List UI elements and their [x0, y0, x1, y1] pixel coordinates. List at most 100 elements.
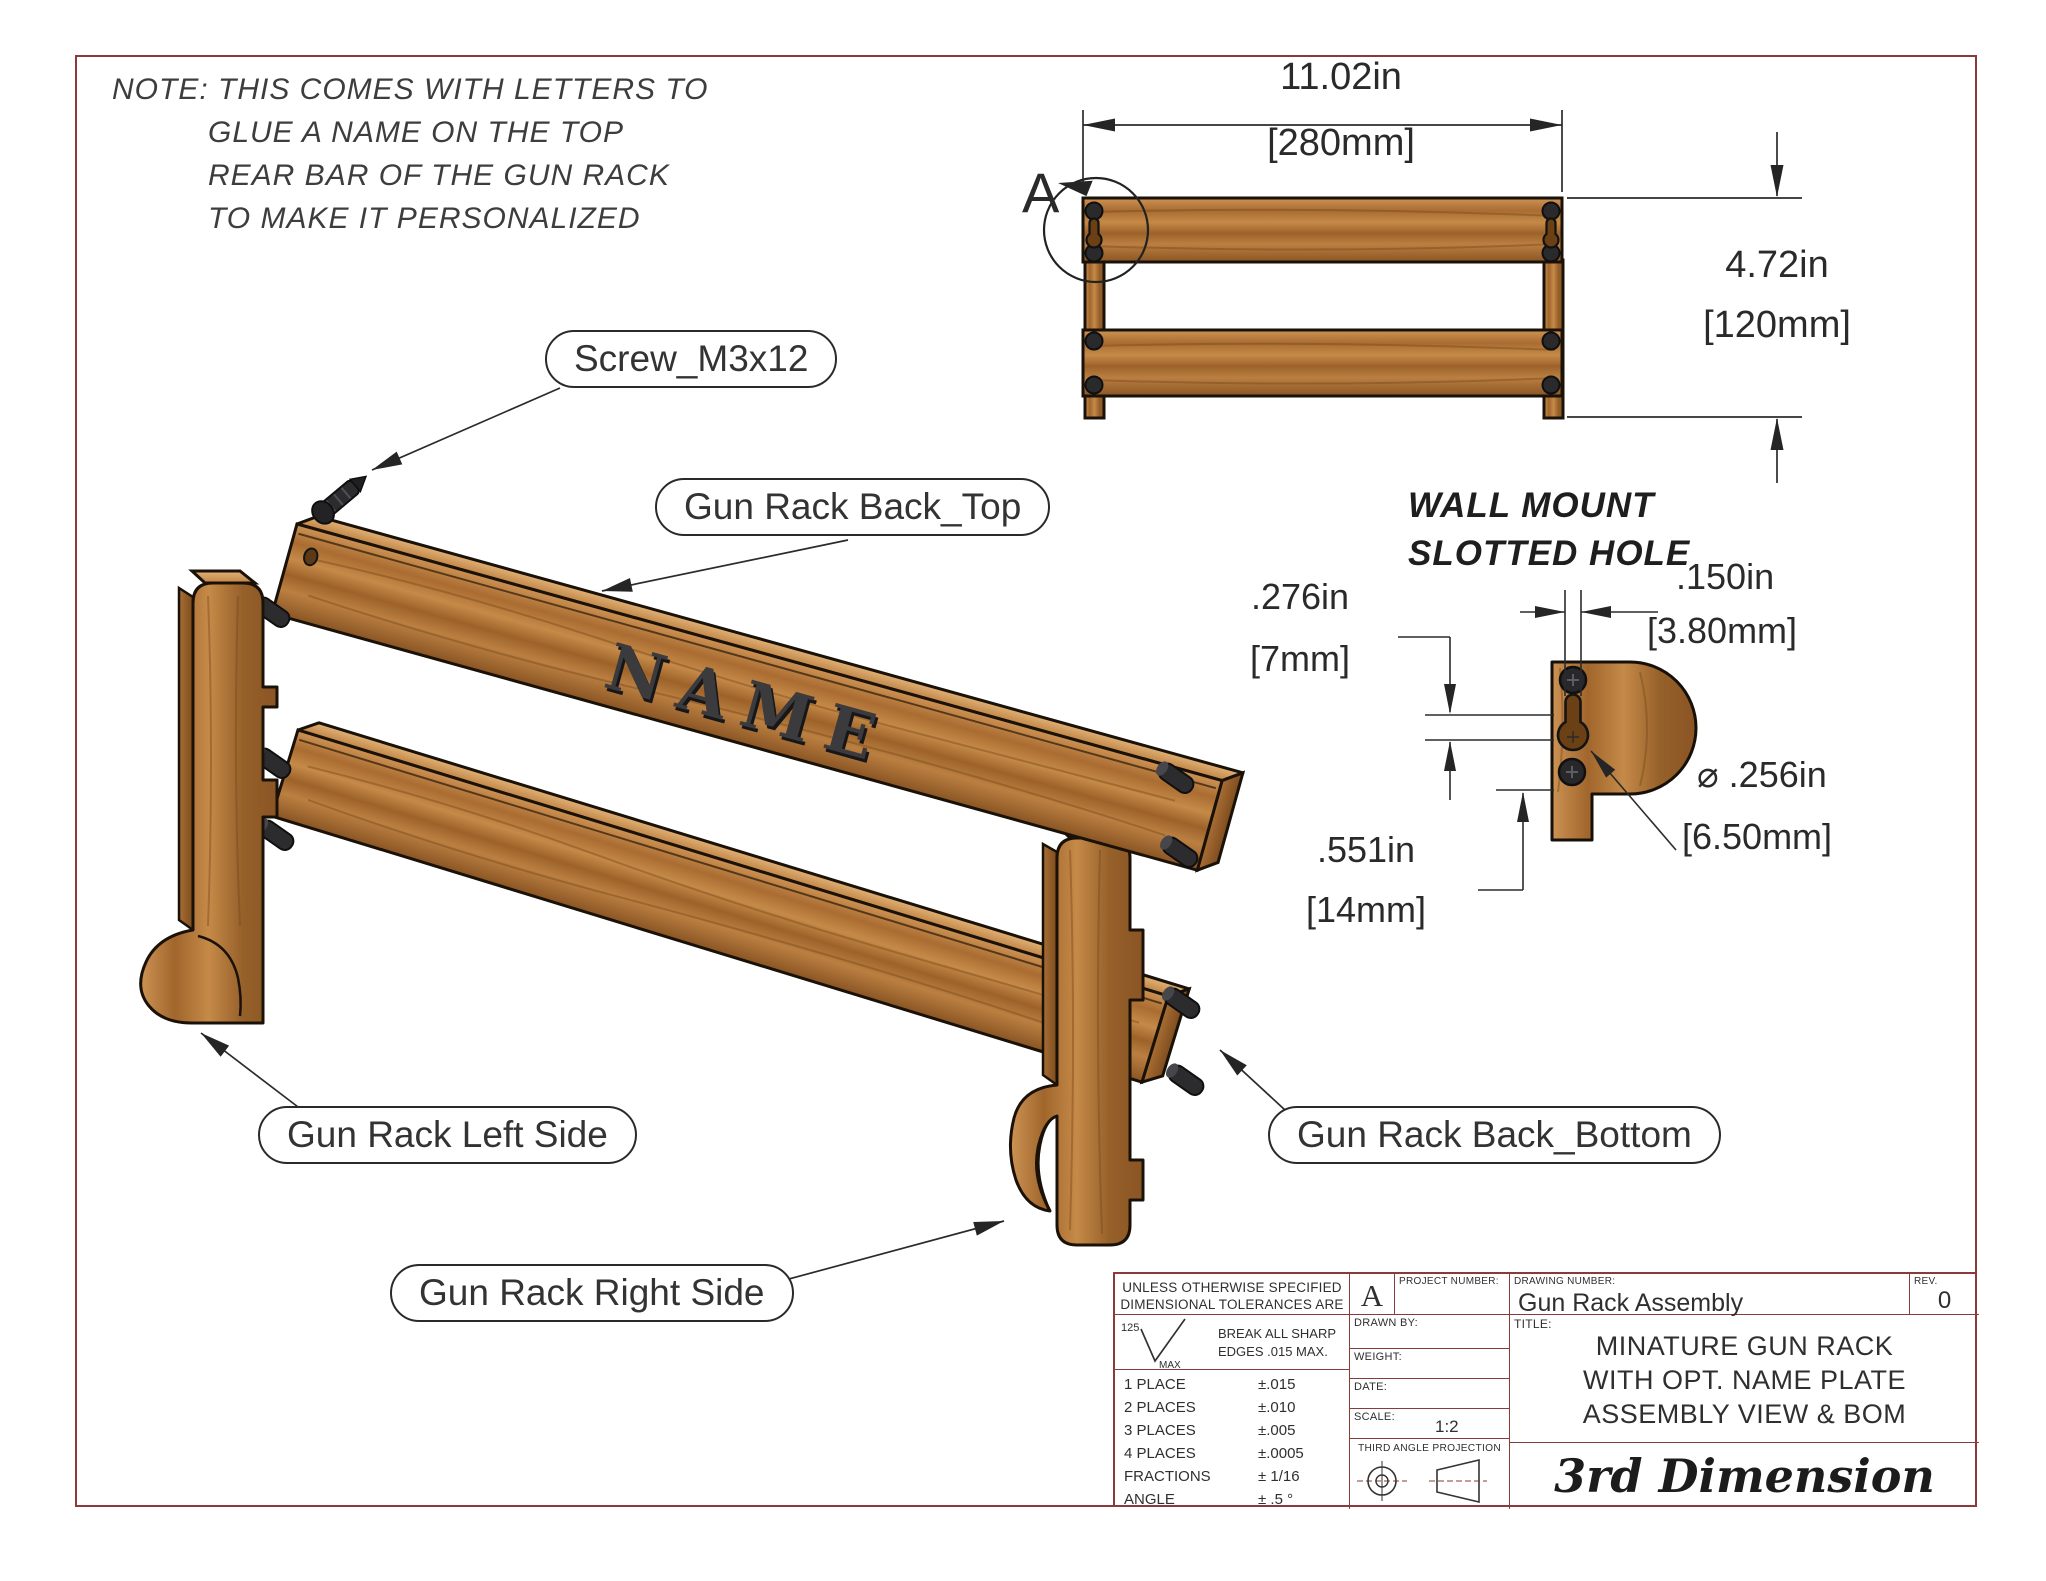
screw-head — [311, 500, 335, 525]
screw-thread — [333, 493, 344, 506]
dim-arrow — [1581, 606, 1611, 618]
dim-arrow — [1517, 792, 1529, 822]
checkmark-icon — [1140, 1318, 1186, 1363]
width-dimension — [1082, 110, 1563, 192]
mount-hole — [303, 547, 319, 567]
grain — [207, 595, 212, 927]
callout-back-top: Gun Rack Back_Top — [655, 478, 1051, 536]
tolerance-row: 1 PLACE ±.015 — [1115, 1373, 1349, 1396]
grain — [308, 557, 1176, 802]
iso-exploded-view: NAME NAME — [139, 475, 1246, 1247]
grain — [1639, 671, 1648, 787]
dim-arrow — [1444, 741, 1456, 771]
chamfer-line — [298, 738, 1163, 1005]
leader-arrow — [1220, 1050, 1247, 1076]
dim-width-in: 11.02in — [1280, 56, 1402, 98]
dowel-peg — [1165, 1063, 1205, 1096]
note-line: NOTE: THIS COMES WITH LETTERS TO — [112, 73, 709, 106]
right-side-side-face — [1041, 841, 1059, 1088]
tol-label: 4 PLACES — [1124, 1445, 1196, 1462]
title-line: ASSEMBLY VIEW & BOM — [1582, 1399, 1907, 1429]
title-line: MINATURE GUN RACK — [1595, 1331, 1894, 1361]
detail-block — [1550, 660, 1698, 842]
left-side-top-face — [188, 569, 260, 585]
dim-arrow — [1535, 606, 1565, 618]
tolerance-header-line: DIMENSIONAL TOLERANCES ARE — [1120, 1297, 1344, 1312]
project-number-cell: PROJECT NUMBER: — [1395, 1274, 1510, 1315]
projection-cell: THIRD ANGLE PROJECTION — [1350, 1439, 1510, 1509]
tol-label: 1 PLACE — [1124, 1376, 1186, 1393]
grain — [234, 595, 241, 927]
break-edges-line: EDGES .015 MAX. — [1218, 1344, 1328, 1359]
dim-height-in: 4.72in — [1725, 244, 1829, 286]
slot-width-dimension — [1520, 590, 1658, 696]
part-left-side — [139, 569, 279, 1025]
leader-arrow — [372, 451, 403, 470]
detail-circle-a — [1042, 176, 1150, 284]
detail-title-1: WALL MOUNT — [1408, 486, 1655, 525]
dim-depth-in: .551in — [1316, 829, 1416, 870]
finish-value: 125 — [1121, 1322, 1139, 1334]
grain — [307, 765, 1140, 1024]
tolerance-row: 4 PLACES ±.0005 — [1115, 1442, 1349, 1465]
part-back-top: NAME NAME — [270, 514, 1246, 873]
screw — [1084, 375, 1104, 395]
note-line: TO MAKE IT PERSONALIZED — [208, 202, 641, 235]
scale-label: SCALE: — [1354, 1411, 1395, 1423]
size-letter-cell: A — [1350, 1274, 1395, 1315]
third-angle-projection-icon — [1356, 1458, 1487, 1504]
offset-dimension — [1398, 636, 1554, 800]
dim-arrow — [1083, 118, 1115, 132]
tol-value: ±.015 — [1258, 1376, 1296, 1393]
dim-arrow — [1770, 165, 1784, 197]
scale-cell: SCALE: 1:2 — [1350, 1409, 1510, 1439]
dim-dia-mm: [6.50mm] — [1682, 816, 1833, 857]
tol-value: ±.005 — [1258, 1422, 1296, 1439]
front-view — [1042, 110, 1802, 483]
drawing-title: MINATURE GUN RACK WITH OPT. NAME PLATE A… — [1510, 1329, 1979, 1431]
scale-value: 1:2 — [1435, 1417, 1459, 1436]
grain — [1089, 208, 1556, 217]
tol-value: ±.0005 — [1258, 1445, 1304, 1462]
grain — [1096, 849, 1103, 1235]
drawing-number-label: DRAWING NUMBER: — [1514, 1276, 1616, 1287]
grain — [1069, 849, 1074, 1231]
tolerance-row: FRACTIONS± 1/16 — [1115, 1465, 1349, 1488]
tolerance-row: 3 PLACES±.005 — [1115, 1419, 1349, 1442]
dowel-peg — [1161, 986, 1201, 1019]
left-side-side-face — [177, 585, 195, 933]
dim-offset-in: .276in — [1250, 576, 1350, 617]
grain — [1089, 342, 1556, 351]
screw-tip — [348, 475, 368, 494]
dowel-peg — [1155, 761, 1195, 794]
note-block: NOTE: THIS COMES WITH LETTERS TO GLUE A … — [112, 68, 708, 240]
dowel-peg — [1159, 835, 1199, 868]
tolerance-row: ANGLE± .5 ° — [1115, 1488, 1349, 1511]
detail-view — [1398, 590, 1698, 891]
part-back-bottom — [269, 721, 1192, 1085]
grain — [1089, 377, 1556, 385]
sheet-border — [75, 55, 1977, 1507]
title-cell: TITLE: MINATURE GUN RACK WITH OPT. NAME … — [1510, 1315, 1979, 1443]
hook-cove — [1037, 1114, 1058, 1212]
screw-thread — [340, 487, 352, 500]
grain — [1089, 243, 1556, 251]
screw — [1084, 331, 1104, 351]
surface-finish-cell: 125 MAX BREAK ALL SHARP EDGES .015 MAX. — [1115, 1315, 1350, 1370]
tol-label: FRACTIONS — [1124, 1468, 1211, 1485]
rev-cell: REV. 0 — [1909, 1274, 1979, 1315]
back-top-front-face — [270, 522, 1224, 873]
rev-label: REV. — [1914, 1276, 1938, 1287]
leader-arrow — [602, 578, 633, 592]
logo-cell: 3rd Dimension — [1510, 1443, 1979, 1509]
tol-value: ±.010 — [1258, 1399, 1296, 1416]
drawing-number: Gun Rack Assembly — [1518, 1289, 1744, 1317]
dim-dia-in: ⌀ .256in — [1697, 754, 1827, 795]
tolerance-row: 2 PLACES±.010 — [1115, 1396, 1349, 1419]
detail-arrow — [1058, 180, 1093, 197]
dim-arrow — [1530, 118, 1562, 132]
callout-screw: Screw_M3x12 — [545, 330, 838, 388]
dim-depth-mm: [14mm] — [1305, 889, 1427, 930]
